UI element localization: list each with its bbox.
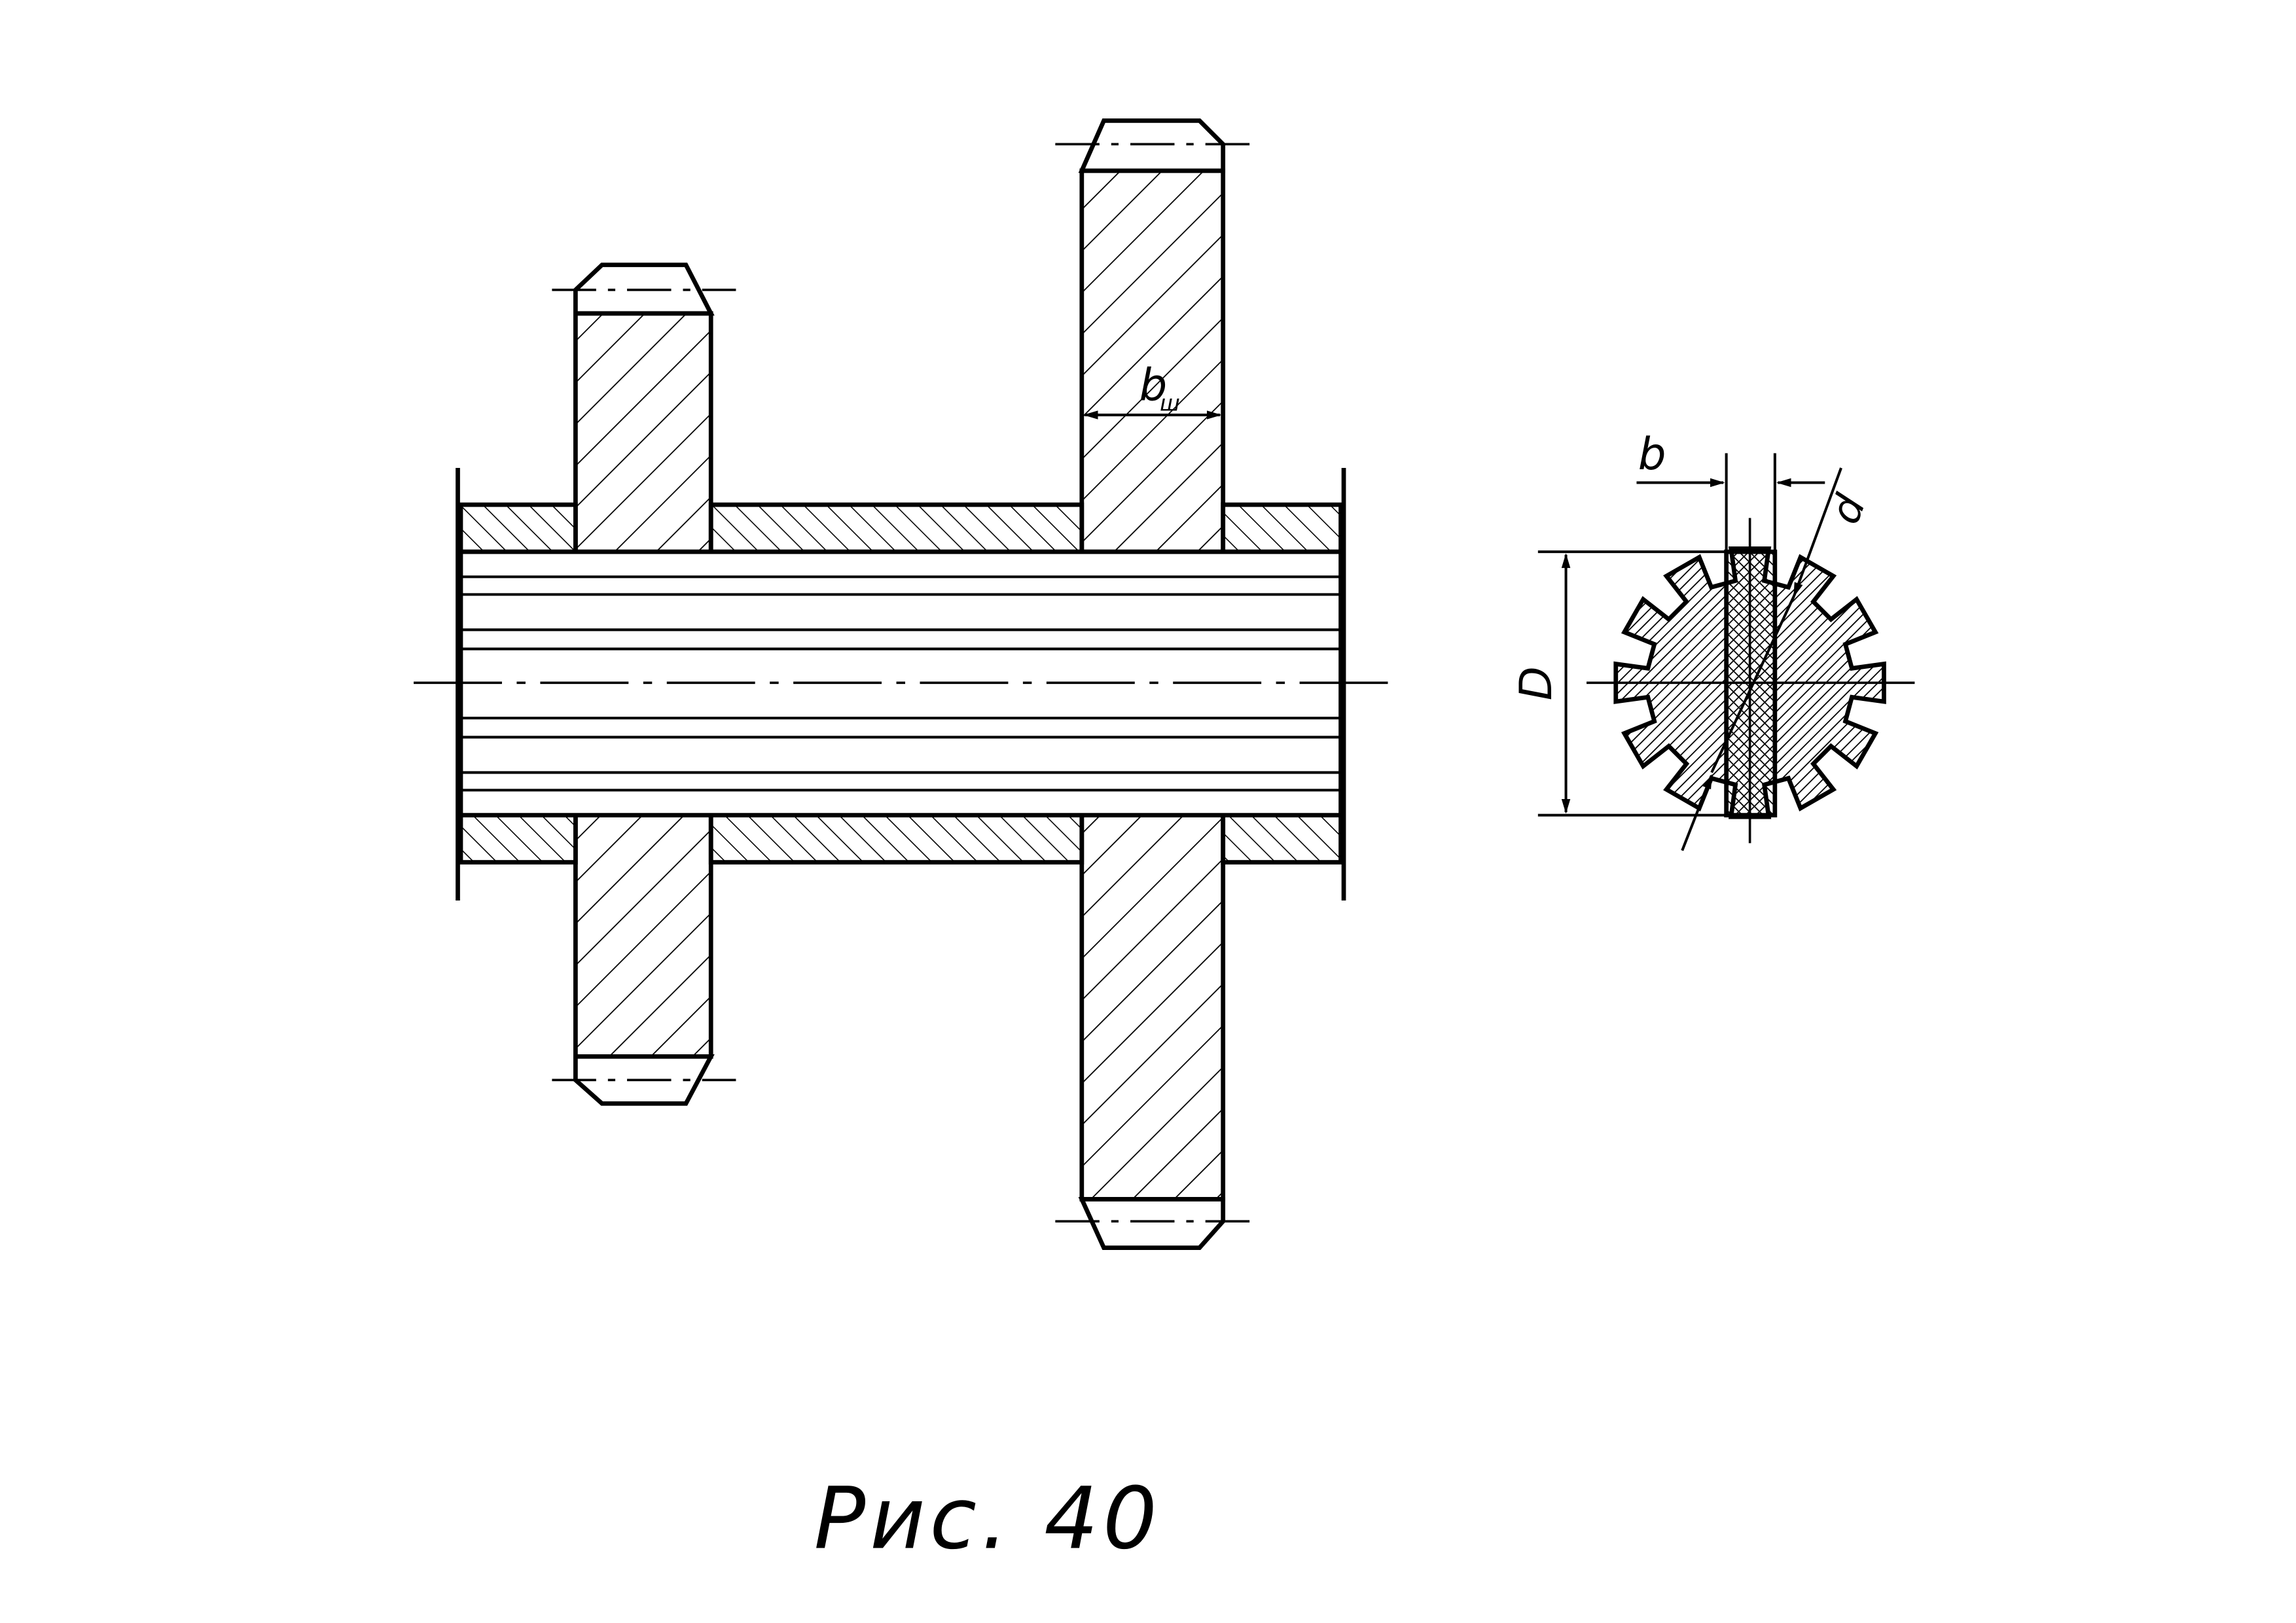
hub-sleeve-bottom <box>458 813 1343 865</box>
hub-sleeve-top <box>458 502 1343 554</box>
outer-diameter-dimension: D <box>1510 550 1730 817</box>
center-lines <box>414 143 1391 1222</box>
large-gear-bottom-tooth <box>1078 1197 1226 1251</box>
large-gear-top-tooth <box>1078 118 1226 173</box>
large-gear <box>1078 118 1226 1251</box>
face-width-dimension: b ш <box>1083 359 1222 419</box>
spline-cross-section: D b d <box>1510 428 1915 851</box>
spline-width-label: b <box>1638 428 1666 480</box>
outer-diameter-label: D <box>1510 666 1562 700</box>
spline-width-dimension: b <box>1636 428 1825 552</box>
small-gear <box>573 262 715 1106</box>
inner-diameter-label: d <box>1821 488 1875 530</box>
face-width-label: b <box>1139 359 1168 411</box>
face-width-subscript: ш <box>1160 390 1180 416</box>
figure-caption: Рис. 40 <box>814 1469 1162 1568</box>
